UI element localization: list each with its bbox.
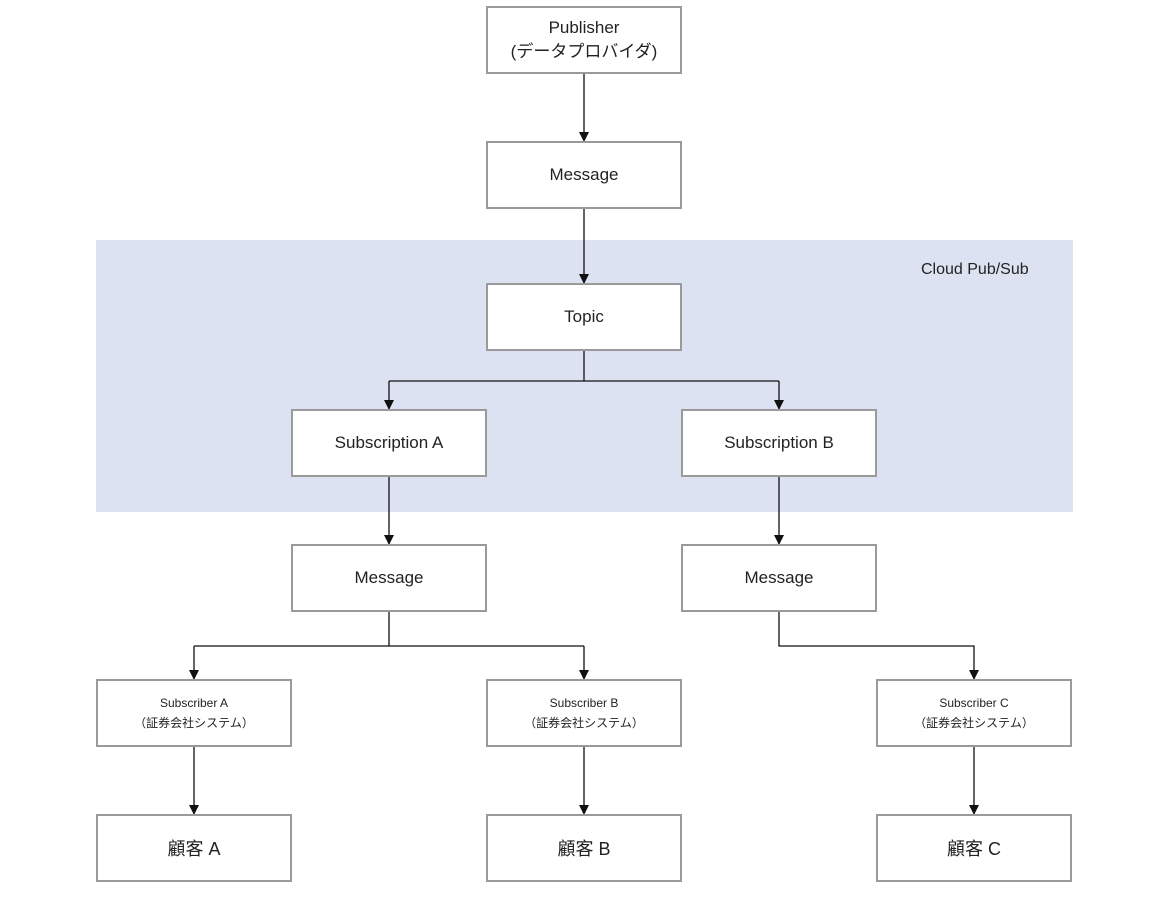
publisher-subtitle: (データプロバイダ) — [510, 42, 658, 61]
subscriber-b-box: Subscriber B （証券会社システム） — [486, 679, 682, 747]
subscriber-c-box: Subscriber C （証券会社システム） — [876, 679, 1072, 747]
arrow-to-subscriber-c — [778, 612, 979, 680]
subscription-a-box: Subscription A — [291, 409, 487, 477]
subscriber-a-title: Subscriber A — [159, 696, 229, 710]
subscriber-c-title: Subscriber C — [939, 696, 1009, 710]
subscriber-b-subtitle: （証券会社システム） — [524, 716, 644, 730]
customer-b-box: 顧客 B — [486, 814, 682, 882]
message-b-box: Message — [681, 544, 877, 612]
message-a-box: Message — [291, 544, 487, 612]
publisher-box: Publisher (データプロバイダ) — [486, 6, 682, 74]
topic-box: Topic — [486, 283, 682, 351]
message-top-box: Message — [486, 141, 682, 209]
subscriber-c-subtitle: （証券会社システム） — [914, 716, 1034, 730]
subscriber-b-title: Subscriber B — [549, 696, 619, 710]
subscriber-a-subtitle: （証券会社システム） — [134, 716, 254, 730]
subscription-b-box: Subscription B — [681, 409, 877, 477]
customer-c-box: 顧客 C — [876, 814, 1072, 882]
subscriber-a-box: Subscriber A （証券会社システム） — [96, 679, 292, 747]
cloud-pubsub-label: Cloud Pub/Sub — [921, 261, 1029, 278]
customer-a-box: 顧客 A — [96, 814, 292, 882]
publisher-title: Publisher — [548, 18, 620, 37]
